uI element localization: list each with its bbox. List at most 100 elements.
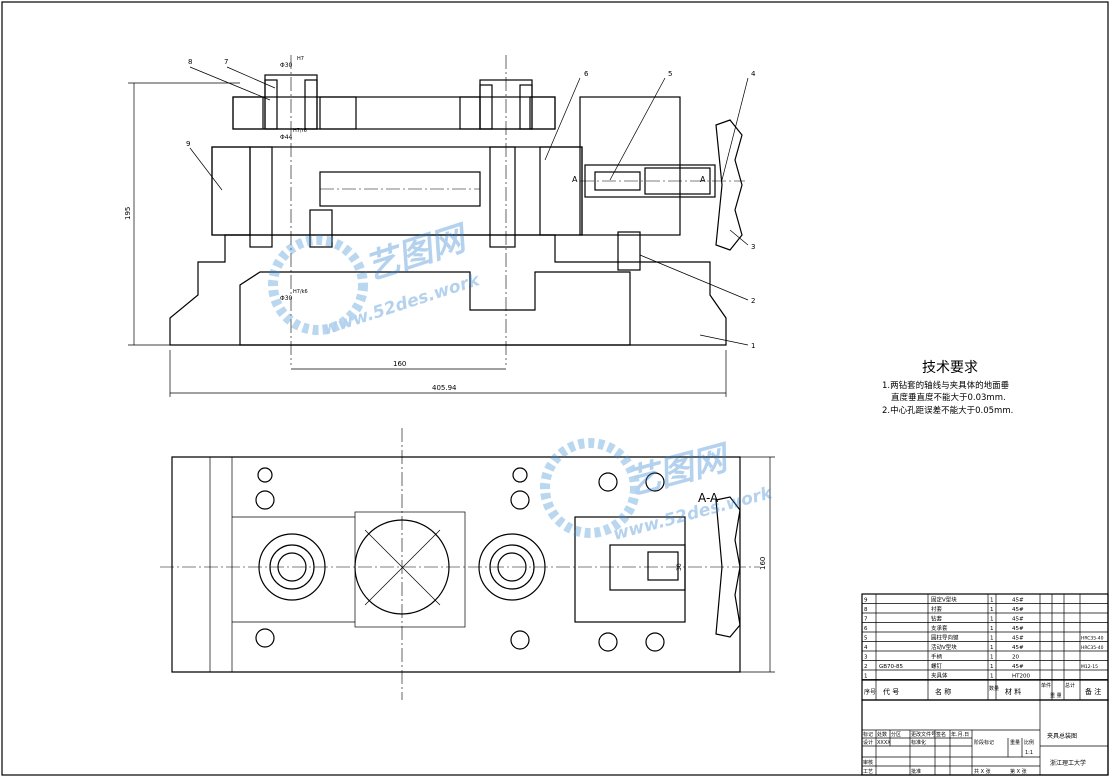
bom-header-unit-weight: 单件 [1041,682,1051,689]
dim-overall-length: 405.94 [432,384,457,392]
tb-standard: 标准化 [911,739,926,746]
bom-cell-name: 手柄 [931,653,943,661]
tech-requirements: 技术要求 1.两钻套的轴线与夹具体的地面垂 直度垂直度不能大于0.03mm. 2… [882,360,1013,416]
tb-drawing-title: 夹具总装图 [1047,732,1077,740]
tb-zone: 分区 [891,731,901,738]
bom-cell-no: 2 [864,664,868,670]
dim-bore-top: Φ30 [280,62,293,69]
bom-cell-no: 5 [864,636,868,642]
bom-cell-note: M12-15 [1081,664,1098,670]
dim-bore-bottom-tol: H7/k6 [293,289,308,295]
bom-cell-qty: 1 [990,664,994,670]
dim-bore-mid: Φ44 [280,134,293,141]
tb-scale: 1:1 [1025,750,1033,756]
bom-cell-qty: 1 [990,645,994,651]
tb-process: 工艺 [863,769,873,775]
dim-plan-width: 160 [759,557,767,570]
bom-cell-material: 45# [1012,607,1024,613]
tb-date: 年.月.日 [951,731,969,738]
balloon-6: 6 [584,70,589,78]
bom-cell-name: 支承套 [931,624,948,632]
watermark-url-1: www.52des.work [320,270,483,340]
balloon-5: 5 [668,70,672,78]
tb-approve: 批准 [911,768,921,775]
tb-count: 处数 [877,731,887,738]
balloon-4: 4 [751,70,756,78]
balloon-9: 9 [186,140,190,148]
section-mark-left: A [572,175,578,184]
watermark-brand-2: 艺图网 [622,437,736,503]
bom-cell-qty: 1 [990,636,994,642]
tb-sign: 签名 [936,731,946,738]
bom-header-material: 材 料 [1005,687,1021,696]
bom-cell-material: HT200 [1012,674,1030,680]
bom-cell-qty: 1 [990,598,994,604]
bom-cell-qty: 1 [990,655,994,661]
bom-cell-qty: 1 [990,607,994,613]
bom-cell-material: 45# [1012,617,1024,623]
section-view-label: A-A [698,491,719,505]
tb-change-no: 更改文件号 [911,731,936,738]
plan-view: 160 30 A-A [160,428,775,700]
bom-cell-name: 圆柱导向键 [931,634,959,642]
tb-design-name: XXXX [877,740,891,746]
bom-header-no: 序号 [864,688,876,696]
bom-cell-material: 20 [1012,655,1019,661]
balloon-1: 1 [751,342,755,350]
bom-cell-name: 夹具体 [931,672,948,680]
balloon-7: 7 [224,58,228,66]
dim-center-distance: 160 [393,360,406,368]
dim-bore-bottom: Φ30 [280,295,293,302]
bom-cell-no: 8 [864,607,868,613]
tb-design: 设计 [863,739,873,746]
bom-cell-no: 4 [864,645,868,651]
tech-req-item-2: 直度垂直度不能大于0.03mm. [891,392,1006,403]
bom-header-weight: 重 量 [1050,692,1062,699]
balloon-2: 2 [751,297,755,305]
bom-header-note: 备 注 [1085,687,1101,696]
bom-cell-name: 螺钉 [931,662,943,670]
tb-school: 浙江理工大学 [1050,759,1086,767]
dim-bore-top-tol: H7 [297,56,304,62]
bom-cell-qty: 1 [990,617,994,623]
bom-header-code: 代 号 [883,687,899,696]
tech-req-item-3: 2.中心孔距误差不能大于0.05mm. [882,405,1013,416]
tb-mark: 标记 [863,731,873,738]
bom-cell-no: 1 [864,674,868,680]
bom-cell-no: 7 [864,617,868,623]
tech-req-title: 技术要求 [922,360,978,376]
bom-cell-material: 45# [1012,636,1024,642]
balloon-8: 8 [188,58,192,66]
bom-cell-material: 45# [1012,598,1024,604]
bom-cell-no: 3 [864,655,868,661]
dim-bore-mid-tol: H7/r6 [293,128,307,134]
bom-cell-material: 45# [1012,645,1024,651]
title-block: 标记 处数 分区 更改文件号 签名 年.月.日 设计 XXXX 标准化 阶段标记… [861,699,1109,776]
bom-cell-name: 活动V型块 [931,643,957,651]
bom-cell-no: 9 [864,598,868,604]
bom-cell-note: HRC35-40 [1081,645,1104,651]
dim-height: 195 [124,207,132,220]
bom-cell-note: HRC35-40 [1081,636,1104,642]
bom-cell-material: 45# [1012,664,1024,670]
bom-header-name: 名 称 [935,687,951,696]
section-mark-right: A [700,175,706,184]
tb-weight: 重量 [1010,739,1020,746]
tb-review: 审核 [863,759,873,766]
bom-cell-name: 固定V型块 [931,596,957,604]
tb-sheets: 共 X 张 [974,768,991,775]
tb-stage: 阶段标记 [974,739,994,746]
bom-cell-name: 衬套 [931,605,943,613]
front-view: 195 160 405.94 Φ30 H7 Φ44 H7/r6 Φ30 H7/k… [124,55,756,397]
bom-header-total-weight: 总计 [1065,682,1075,689]
bom-cell-material: 45# [1012,626,1024,632]
watermark-1: 艺图网 www.52des.work [268,217,484,340]
bom-cell-code: GB70-85 [879,664,904,670]
balloon-3: 3 [751,243,755,251]
dim-slot-width: 30 [676,563,683,571]
watermark-2: 艺图网 www.52des.work [540,437,776,545]
tb-ratio: 比例 [1024,739,1034,746]
